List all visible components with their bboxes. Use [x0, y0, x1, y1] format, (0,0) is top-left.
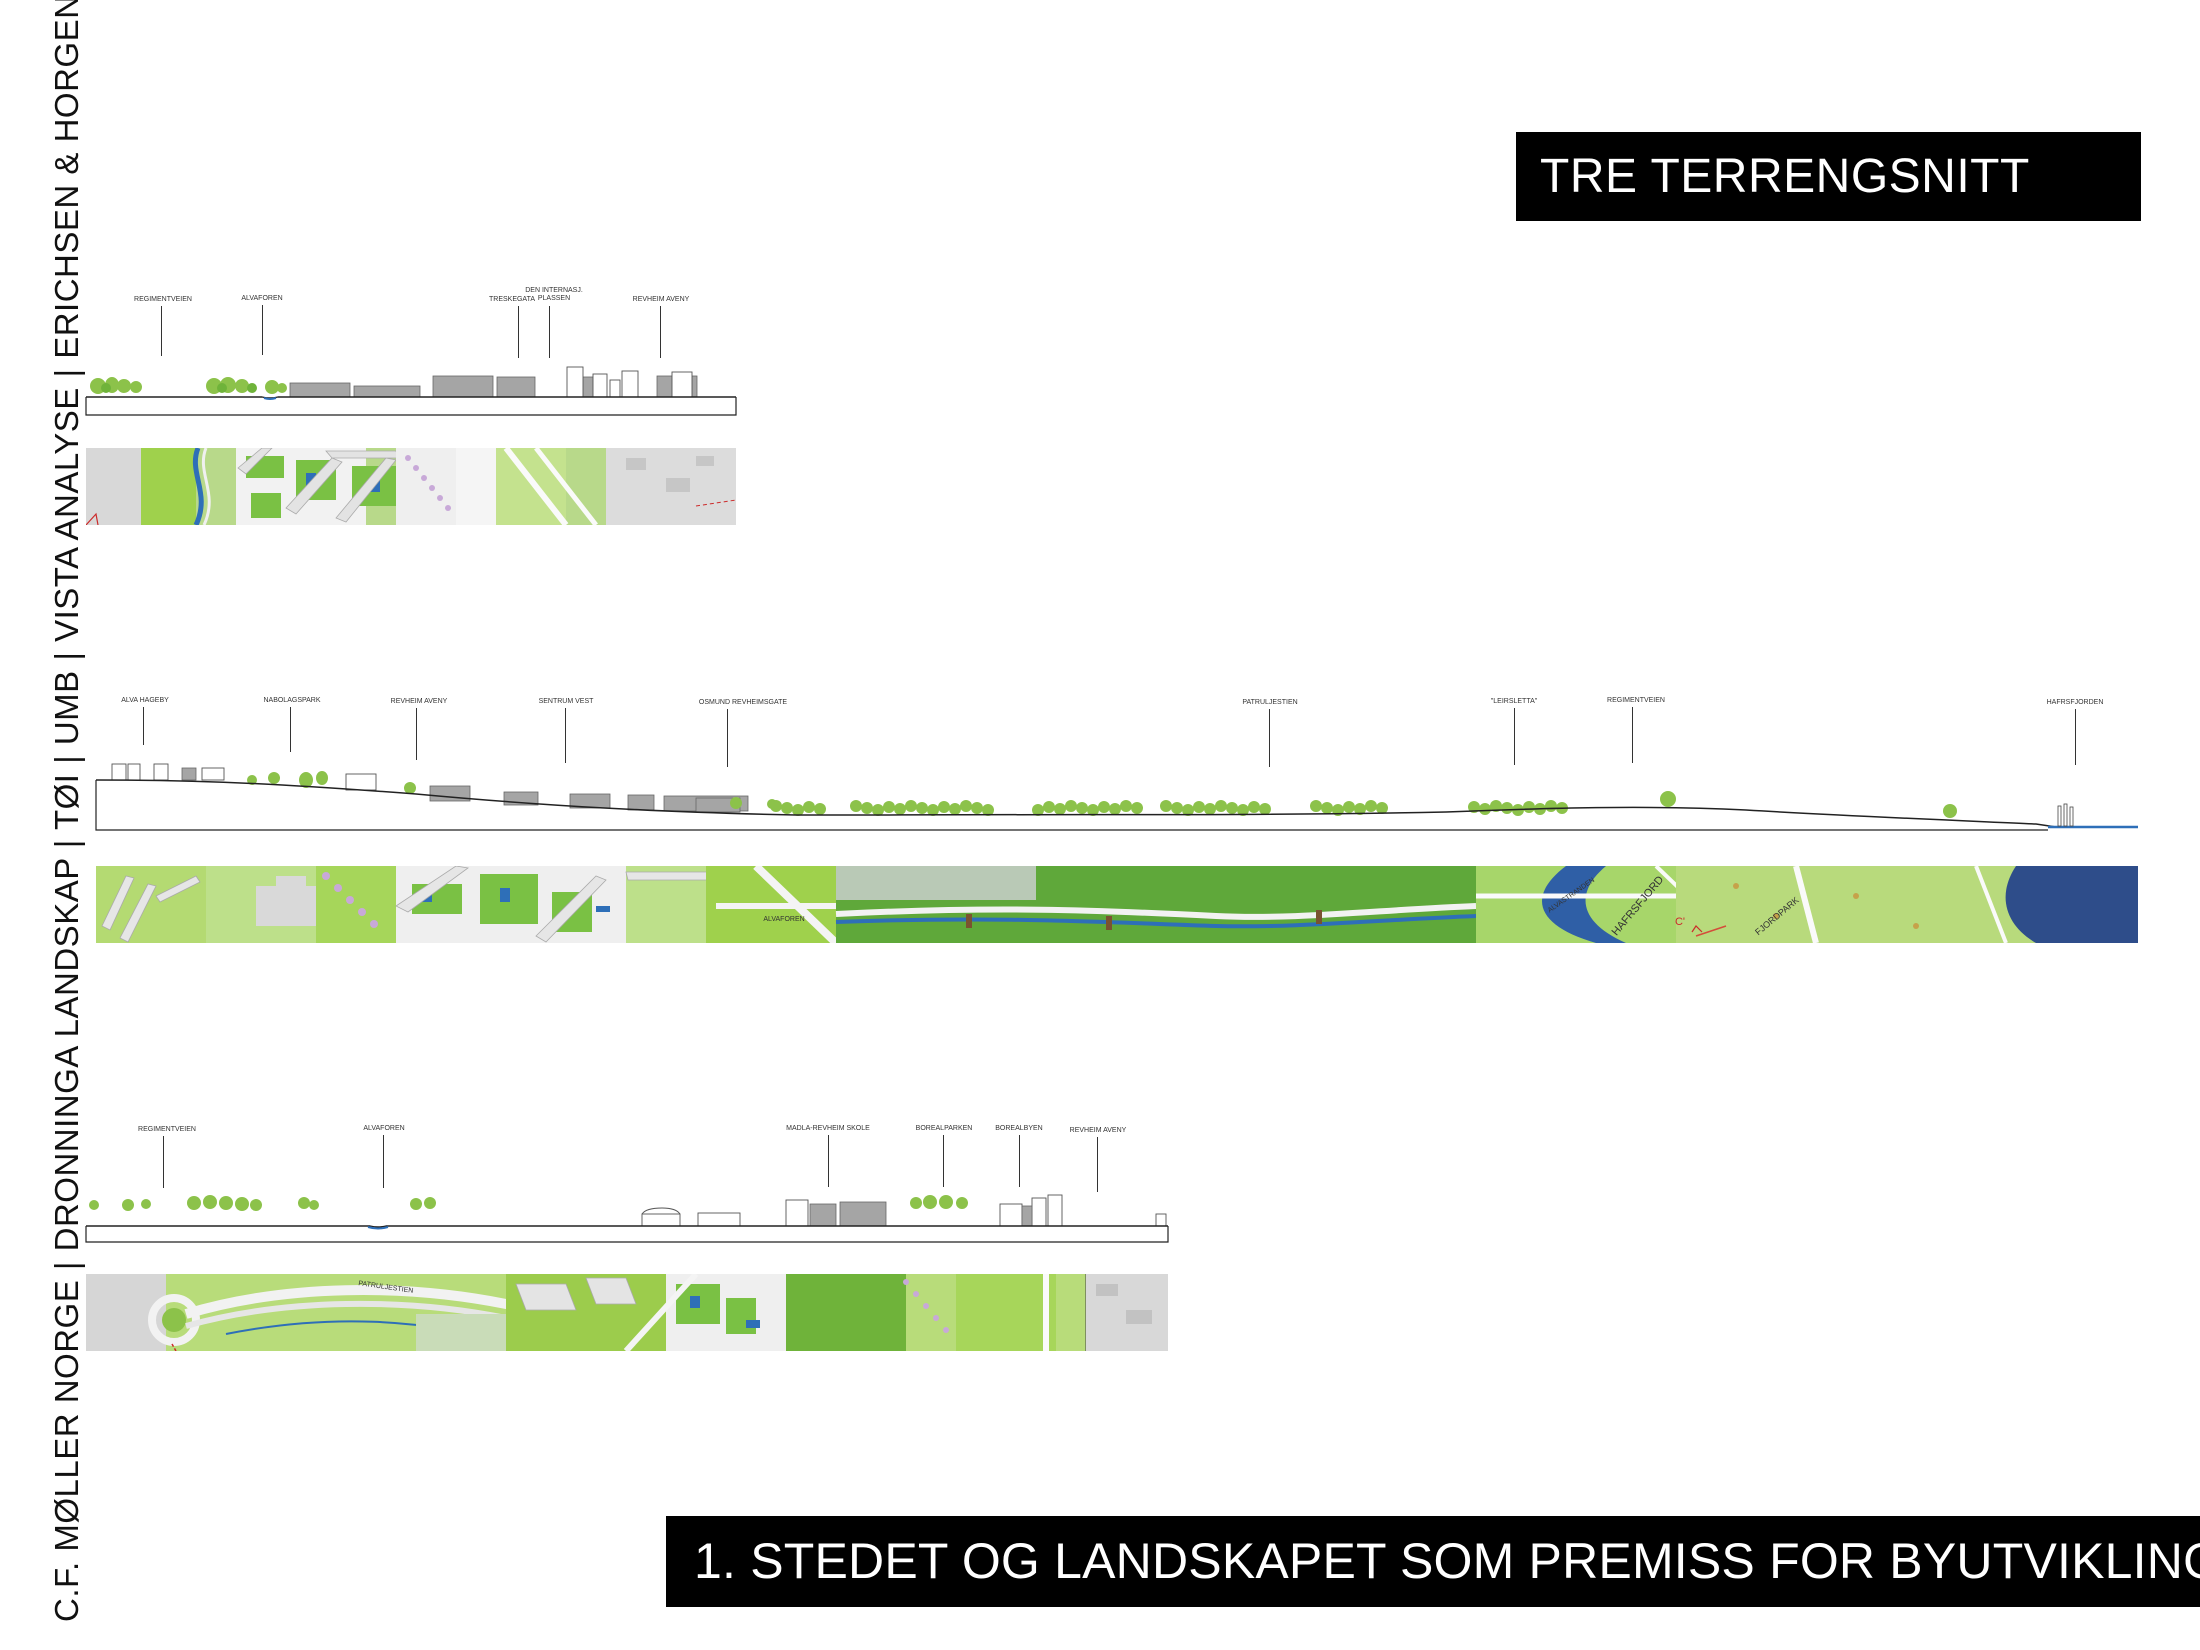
callout-label: MADLA-REVHEIM SKOLE — [786, 1125, 870, 1132]
callout-label: HAFRSFJORDEN — [2046, 699, 2104, 706]
chapter-title: 1. STEDET OG LANDSKAPET SOM PREMISS FOR … — [666, 1516, 2200, 1607]
leader-line — [660, 306, 661, 358]
callout-label: "LEIRSLETTA" — [1490, 698, 1538, 705]
leader-line — [1632, 707, 1633, 763]
leader-line — [1269, 709, 1270, 767]
leader-line — [2075, 709, 2076, 765]
callout-label: PATRULJESTIEN — [1242, 699, 1298, 706]
leader-line — [262, 305, 263, 355]
elevation-drawing — [85, 360, 737, 420]
elevation-drawing — [95, 750, 2138, 835]
leader-line — [565, 708, 566, 763]
leader-line — [1097, 1137, 1098, 1192]
leader-line — [549, 306, 550, 358]
elevation-drawing — [85, 1190, 1169, 1245]
leader-line — [943, 1135, 944, 1187]
plan-strip — [86, 448, 736, 525]
callout-label: BOREALPARKEN — [915, 1125, 973, 1132]
leader-line — [518, 306, 519, 358]
leader-line — [828, 1135, 829, 1187]
callout-label: REGIMENTVEIEN — [134, 296, 192, 303]
callout-label: REGIMENTVEIEN — [138, 1126, 196, 1133]
callout-label: OSMUND REVHEIMSGATE — [698, 699, 788, 706]
callout-label: ALVAFOREN — [363, 1125, 405, 1132]
credits-sidebar: C.F. MØLLER NORGE | DRONNINGA LANDSKAP |… — [48, 0, 85, 1622]
callout-label: ALVA HAGEBY — [121, 697, 169, 704]
callout-label: BOREALBYEN — [995, 1125, 1043, 1132]
callout-label: DEN INTERNASJ. PLASSEN — [525, 287, 583, 302]
page-title: TRE TERRENGSNITT — [1516, 132, 2141, 221]
plan-label: C' — [1674, 916, 1686, 928]
leader-line — [161, 306, 162, 356]
leader-line — [290, 707, 291, 752]
callout-label: REVHEIM AVENY — [390, 698, 448, 705]
callout-label: REVHEIM AVENY — [632, 296, 690, 303]
leader-line — [383, 1135, 384, 1188]
callout-label: REGIMENTVEIEN — [1607, 697, 1665, 704]
leader-line — [163, 1136, 164, 1188]
callout-label: SENTRUM VEST — [538, 698, 594, 705]
callout-label: NABOLAGSPARK — [263, 697, 321, 704]
callout-label: REVHEIM AVENY — [1069, 1127, 1127, 1134]
callout-label: ALVAFOREN — [241, 295, 283, 302]
leader-line — [727, 709, 728, 767]
plan-label: ALVAFOREN — [763, 916, 805, 923]
plan-strip: PATRULJESTIEN — [86, 1274, 1168, 1351]
plan-strip: HAFRSFJORD C' FJORDPARK ALVASTRANDEN ALV… — [96, 866, 2138, 943]
leader-line — [1514, 708, 1515, 765]
leader-line — [143, 707, 144, 745]
callout-label: TRESKEGATA — [488, 296, 536, 303]
leader-line — [1019, 1135, 1020, 1187]
leader-line — [416, 708, 417, 760]
